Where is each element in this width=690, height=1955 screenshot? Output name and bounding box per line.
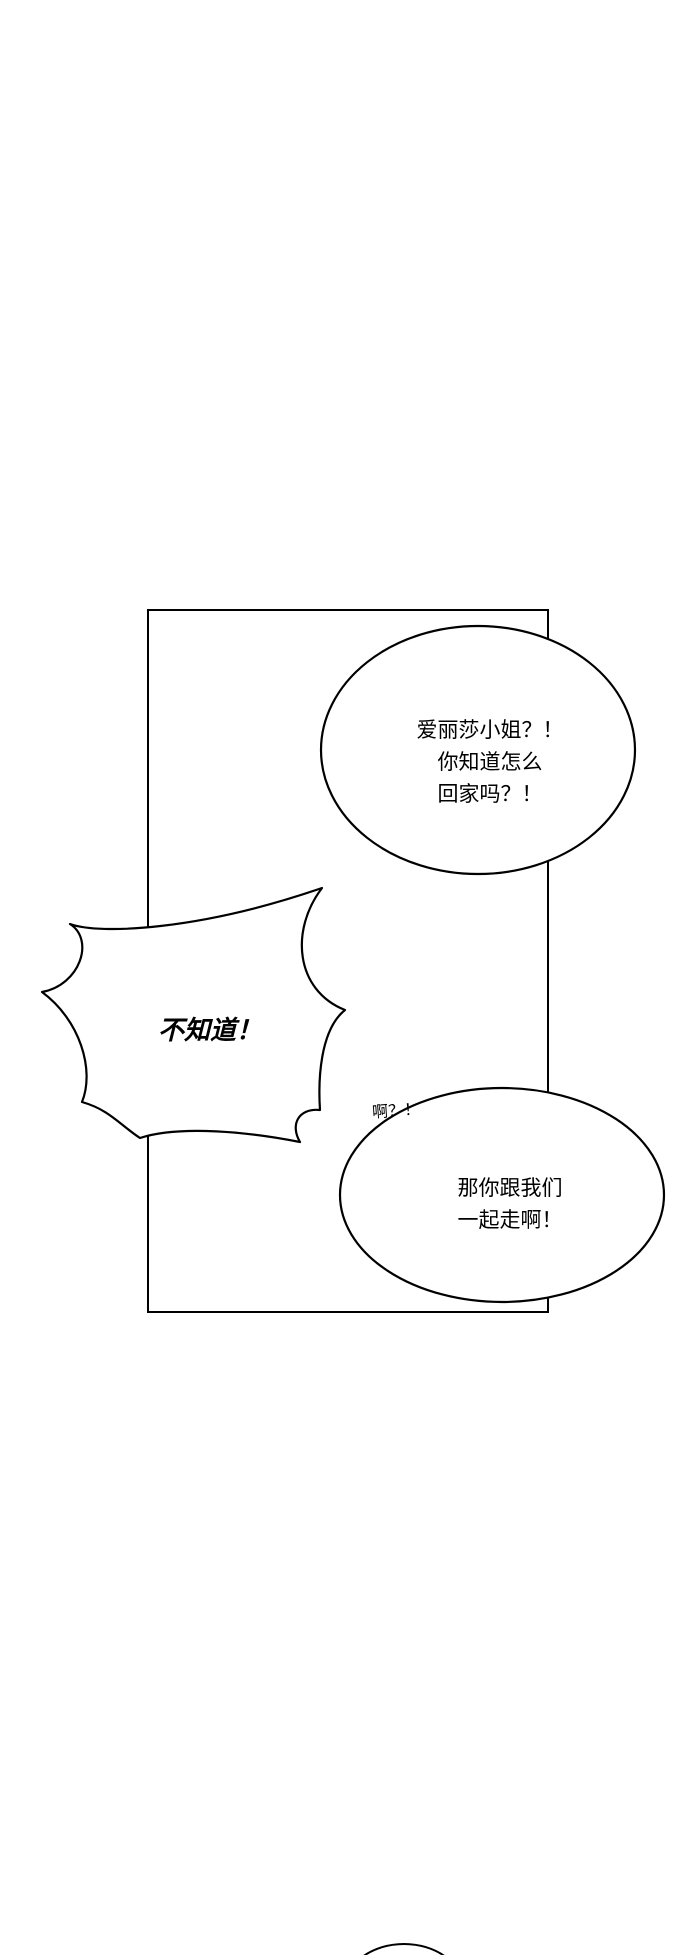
speech-line: 爱丽莎小姐？！ (416, 718, 564, 742)
speech-bubble-1 (319, 624, 637, 876)
speech-line: 一起走啊！ (457, 1208, 563, 1232)
speech-bubble-1-text: 爱丽莎小姐？！ 你知道怎么 回家吗？！ (390, 714, 590, 810)
speech-bubble-2 (338, 1086, 666, 1304)
shout-bubble (40, 886, 347, 1144)
shout-text: 不知道！ (157, 1016, 262, 1046)
sound-effect-text: 啊？！ (371, 1099, 421, 1122)
speech-line: 你知道怎么 (437, 750, 543, 774)
partial-bubble-bottom (363, 1943, 445, 1955)
speech-line: 回家吗？！ (437, 782, 543, 806)
speech-line: 那你跟我们 (457, 1176, 563, 1200)
speech-bubble-2-text: 那你跟我们 一起走啊！ (430, 1172, 590, 1236)
